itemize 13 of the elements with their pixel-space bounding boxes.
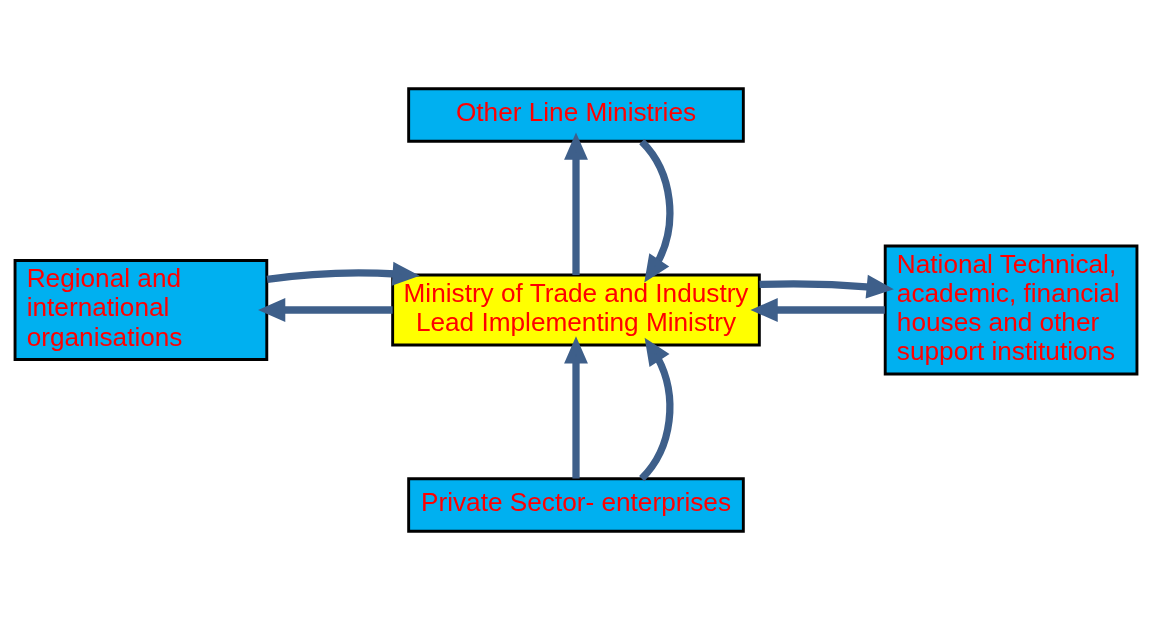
node-box: Ministry of Trade and Industry Lead Implementing Ministry [391,273,761,346]
node-box: Regional and international organisations [13,258,269,361]
node-box: Private Sector- enterprises [407,476,745,533]
arrow [639,138,674,283]
arrow [266,261,420,286]
arrow [750,297,885,322]
arrow [638,337,674,481]
node-box: Other Line Ministries [407,86,745,143]
arrow [564,335,588,479]
arrow [564,132,588,275]
arrow [258,297,393,322]
arrow [759,274,894,299]
node-box: National Technical, academic, financial houses and other support institutions [883,244,1139,375]
